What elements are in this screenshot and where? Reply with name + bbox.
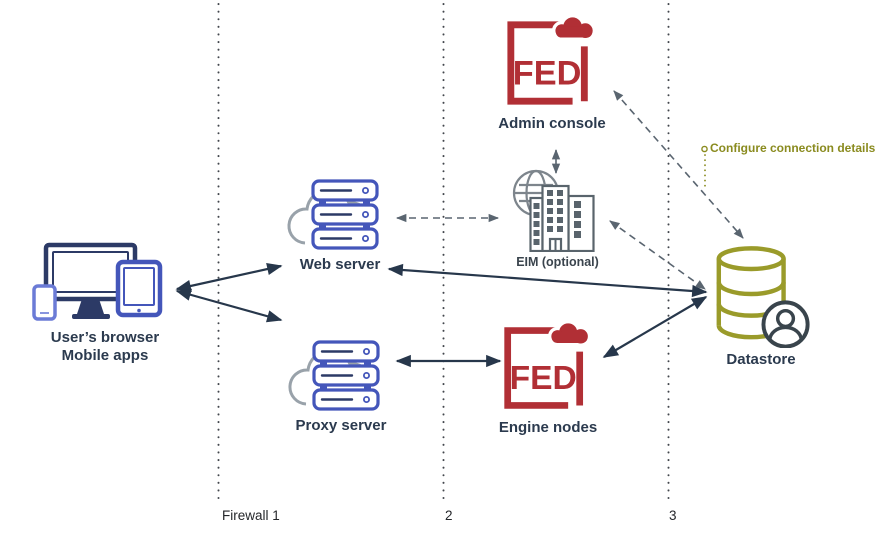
firewall-1-label: Firewall 1 [222, 508, 280, 523]
node-user-devices: User’s browser Mobile apps [30, 238, 180, 365]
node-web-server: Web server [278, 151, 402, 274]
arrow-adminconsole-datastore [613, 90, 744, 239]
user-label: User’s browser Mobile apps [51, 329, 159, 365]
building-windows [533, 190, 581, 245]
user-badge-icon [761, 300, 810, 348]
phone-icon [32, 284, 57, 321]
configure-connection-annotation: Configure connection details [710, 141, 876, 155]
tablet-icon [115, 259, 163, 318]
node-datastore: Datastore [706, 242, 816, 369]
arrow-user-proxyserver [175, 288, 283, 323]
web-server-icon [287, 179, 379, 250]
proxy-server-label: Proxy server [295, 417, 387, 434]
eim-icon [512, 169, 595, 252]
arrow-enginenodes-datastore [602, 296, 708, 358]
eim-label: EIM (optional) [516, 255, 599, 269]
proxy-server-icon [288, 340, 380, 411]
node-eim: EIM (optional) [505, 160, 610, 271]
monitor-stand [77, 299, 104, 314]
fed-logo-icon: FED [507, 14, 597, 105]
firewall-2-label: 2 [445, 508, 453, 523]
arrow-user-webserver [175, 262, 283, 293]
fed-logo-text: FED [513, 55, 582, 93]
fed-logo-icon: FED [504, 320, 592, 409]
annotation-callout-dot [701, 145, 708, 153]
datastore-label: Datastore [726, 351, 796, 368]
server-stack-icon [311, 179, 379, 250]
user-devices-icon [32, 242, 163, 321]
cloud-icon [551, 323, 588, 344]
datastore-icon [716, 246, 810, 348]
arrow-webserver-datastore [387, 263, 708, 298]
fed-logo-text: FED [510, 360, 577, 397]
admin-console-label: Admin console [498, 115, 606, 132]
user-label-line1: User’s browser [50, 329, 160, 346]
engine-nodes-label: Engine nodes [498, 419, 598, 436]
server-stack-icon [312, 340, 380, 411]
user-label-line2: Mobile apps [61, 347, 149, 364]
web-server-label: Web server [299, 256, 381, 273]
node-engine-nodes: FED Engine nodes [488, 320, 608, 437]
cloud-icon [555, 17, 593, 39]
node-proxy-server: Proxy server [280, 312, 402, 435]
arrow-eim-datastore [609, 220, 706, 290]
firewall-3-label: 3 [669, 508, 677, 523]
node-admin-console: FED Admin console [486, 14, 618, 133]
